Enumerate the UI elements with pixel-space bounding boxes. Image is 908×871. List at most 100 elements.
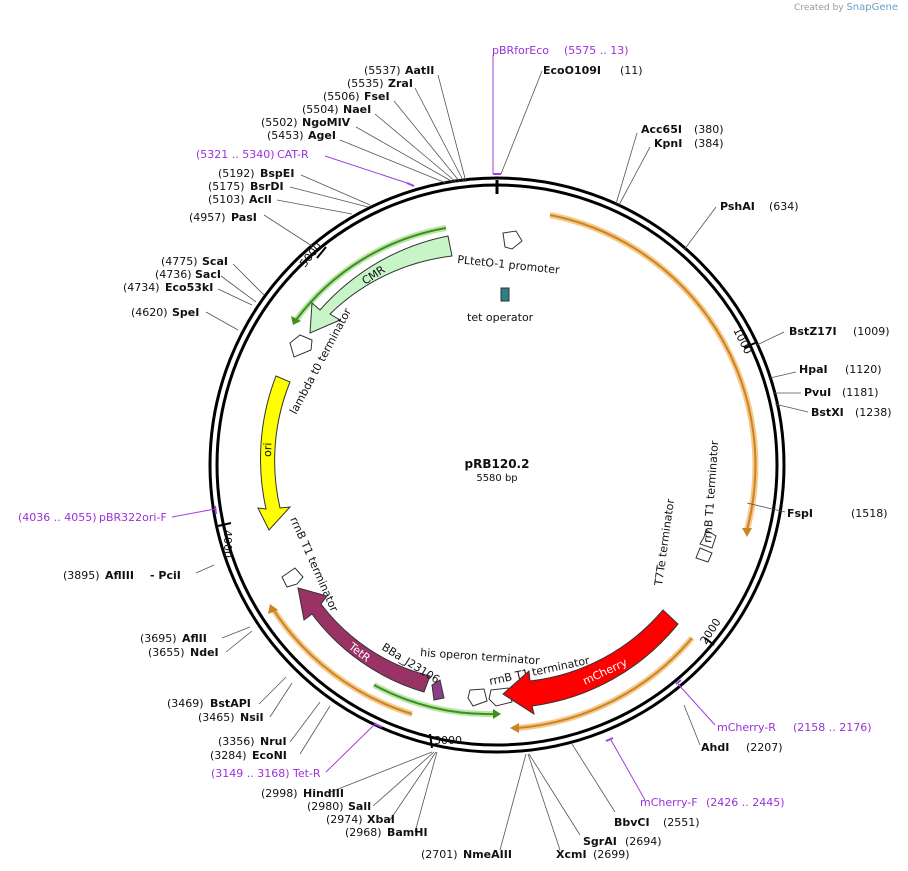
created-by-text: Created by [794, 3, 844, 13]
site-pos: (4734) [123, 281, 160, 294]
primer-range: (2426 .. 2445) [706, 796, 785, 809]
site-pos: (5535) [347, 77, 384, 90]
mcherry-feature[interactable] [502, 609, 679, 716]
site-name: HindIII [303, 787, 344, 800]
rrnb-terminator-right-arrow [699, 529, 717, 549]
site-name: PshAI [720, 200, 755, 213]
t7te-terminator-arrow [695, 547, 713, 563]
his-terminator-label: his operon terminator [420, 646, 541, 667]
site-labels: (5537) AatII (5535) ZraI (5506) FseI (55… [63, 64, 892, 861]
tick-label-2000: 2000 [698, 616, 724, 647]
site-pos: (3284) [210, 749, 247, 762]
site-leader-lines [195, 70, 809, 851]
site-pos: (1120) [845, 363, 882, 376]
tick-5000 [316, 246, 327, 259]
site-name: XcmI [556, 848, 587, 861]
tet-operator-label: tet operator [467, 311, 534, 324]
site-pos: (4775) [161, 255, 198, 268]
pltet-promoter-label: PLtetO-1 promoter [457, 253, 561, 277]
site-pos: (3655) [148, 646, 185, 659]
green-arc-top-core [295, 227, 447, 321]
site-name: ScaI [202, 255, 228, 268]
site-name: AhdI [701, 741, 729, 754]
primer-name: Tet-R [292, 767, 321, 780]
site-pos: (5192) [218, 167, 255, 180]
green-arc-bottom-head [493, 709, 501, 719]
primer-labels: pBRforEco (5575 .. 13) (5321 .. 5340) CA… [18, 44, 872, 809]
primer-name: mCherry-F [640, 796, 698, 809]
site-name: Eco53kI [165, 281, 213, 294]
ori-label: ori [261, 442, 274, 457]
site-name: BstAPI [210, 697, 251, 710]
primer-name: pBRforEco [492, 44, 549, 57]
lambda-terminator-arrow [289, 334, 313, 358]
site-pos: (384) [694, 137, 724, 150]
snapgene-branding: Created by SnapGene [794, 2, 898, 13]
site-name: XbaI [367, 813, 395, 826]
site-name: AclI [249, 193, 272, 206]
site-pos: (5453) [267, 129, 304, 142]
site-name: PvuI [804, 386, 831, 399]
site-pos: (2701) [421, 848, 458, 861]
plasmid-size: 5580 bp [476, 473, 517, 484]
site-pos: (2551) [663, 816, 700, 829]
site-name: - PciI [150, 569, 181, 582]
site-name: AatII [405, 64, 434, 77]
site-pos: (4736) [155, 268, 192, 281]
primer-markers [171, 55, 716, 801]
site-pos: (5502) [261, 116, 298, 129]
site-name: NaeI [343, 103, 371, 116]
site-name: EcoNI [252, 749, 287, 762]
site-pos: (3895) [63, 569, 100, 582]
site-pos: (1238) [855, 406, 892, 419]
orange-arc-right [549, 212, 759, 531]
site-pos: (2980) [307, 800, 344, 813]
site-name: SpeI [172, 306, 199, 319]
primer-range: (4036 .. 4055) [18, 511, 97, 524]
primer-name: pBR322ori-F [99, 511, 167, 524]
ori-feature[interactable] [257, 375, 292, 531]
site-pos: (5506) [323, 90, 360, 103]
site-name: FseI [364, 90, 390, 103]
site-pos: (1009) [853, 325, 890, 338]
site-name: BstXI [811, 406, 844, 419]
site-pos: (2694) [625, 835, 662, 848]
primer-range: (2158 .. 2176) [793, 721, 872, 734]
cmr-feature[interactable] [309, 235, 453, 334]
site-name: AflII [182, 632, 207, 645]
site-name: NmeAIII [463, 848, 512, 861]
site-name: BsrDI [250, 180, 284, 193]
site-pos: (5175) [208, 180, 245, 193]
site-pos: (5504) [302, 103, 339, 116]
tick-label-4000: 4000 [221, 530, 234, 558]
orange-arc-bottom-right-head [510, 723, 519, 733]
site-pos: (3469) [167, 697, 204, 710]
site-name: EcoO109I [543, 64, 601, 77]
site-name: FspI [787, 507, 813, 520]
site-name: ZraI [388, 77, 413, 90]
site-name: BamHI [387, 826, 428, 839]
site-pos: (11) [620, 64, 643, 77]
site-name: KpnI [654, 137, 682, 150]
tetr-feature[interactable] [297, 587, 431, 693]
site-pos: (2968) [345, 826, 382, 839]
primer-name: CAT-R [277, 148, 309, 161]
site-name: AflIII [105, 569, 134, 582]
tet-operator-feature [500, 287, 510, 302]
site-pos: (3695) [140, 632, 177, 645]
tick-1000 [743, 342, 756, 349]
site-pos: (634) [769, 200, 799, 213]
site-name: BstZ17I [789, 325, 837, 338]
green-arc-bottom-core [373, 684, 495, 716]
site-name: NruI [260, 735, 287, 748]
site-pos: (4620) [131, 306, 168, 319]
orange-arc-right-head [742, 528, 752, 537]
site-pos: (2974) [326, 813, 363, 826]
site-pos: (1518) [851, 507, 888, 520]
tick-label-3000: 3000 [434, 734, 462, 747]
tick-4000 [217, 522, 232, 527]
site-name: AgeI [308, 129, 336, 142]
site-pos: (2207) [746, 741, 783, 754]
site-pos: (3465) [198, 711, 235, 724]
